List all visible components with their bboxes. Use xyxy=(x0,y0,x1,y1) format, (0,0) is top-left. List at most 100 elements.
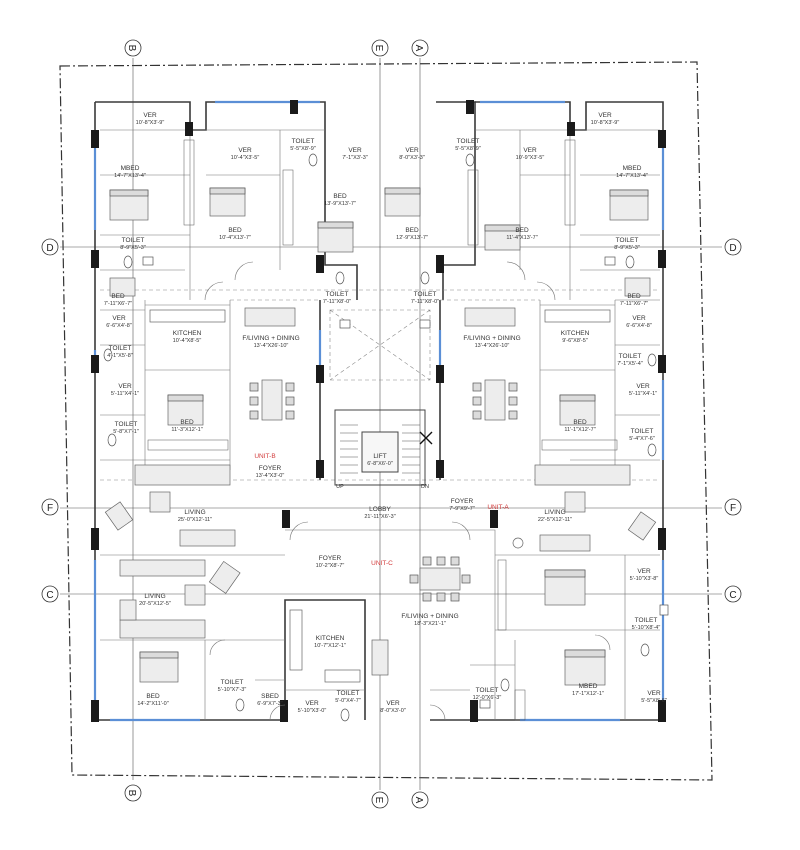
svg-text:LOBBY: LOBBY xyxy=(369,506,391,513)
svg-text:MBED: MBED xyxy=(121,165,140,172)
bed-furniture xyxy=(624,277,651,297)
svg-text:BED: BED xyxy=(333,193,347,200)
svg-text:5'-4"X7'-6": 5'-4"X7'-6" xyxy=(629,436,655,442)
svg-text:25'-0"X12'-11": 25'-0"X12'-11" xyxy=(178,517,212,523)
svg-text:13'-4"X3'-0": 13'-4"X3'-0" xyxy=(256,473,285,479)
bed-furniture xyxy=(317,221,354,253)
svg-text:A: A xyxy=(413,797,424,804)
svg-text:5'-10"X8'-4": 5'-10"X8'-4" xyxy=(632,625,661,631)
svg-text:TOILET: TOILET xyxy=(109,345,132,352)
svg-text:BED: BED xyxy=(405,227,419,234)
svg-text:9'-6"X8'-5": 9'-6"X8'-5" xyxy=(562,338,588,344)
svg-text:8'-9"X5'-3": 8'-9"X5'-3" xyxy=(120,245,146,251)
svg-text:VER: VER xyxy=(118,383,132,390)
svg-text:BED: BED xyxy=(627,293,641,300)
svg-text:10'-4"X3'-5": 10'-4"X3'-5" xyxy=(231,155,260,161)
svg-text:LIVING: LIVING xyxy=(544,509,565,516)
grid-bubble-b-top: B xyxy=(124,39,142,57)
svg-text:FOYER: FOYER xyxy=(319,555,342,562)
svg-text:5'-5"X8'-9": 5'-5"X8'-9" xyxy=(290,146,316,152)
svg-text:5'-8"X7'-1": 5'-8"X7'-1" xyxy=(113,429,139,435)
bed-furniture xyxy=(544,569,586,606)
plot-boundary xyxy=(59,61,713,781)
bed-furniture xyxy=(384,187,421,217)
stair-up-label: UP xyxy=(336,484,344,490)
grid-bubble-a-top: A xyxy=(411,39,429,57)
svg-text:10'-2"X8'-7": 10'-2"X8'-7" xyxy=(316,563,345,569)
svg-text:10'-8"X3'-9": 10'-8"X3'-9" xyxy=(591,120,620,126)
svg-text:20'-5"X12'-5": 20'-5"X12'-5" xyxy=(139,601,171,607)
svg-text:13'-4"X26'-10": 13'-4"X26'-10" xyxy=(254,343,289,349)
svg-text:6'-6"X4'-8": 6'-6"X4'-8" xyxy=(626,323,652,329)
svg-text:TOILET: TOILET xyxy=(221,679,244,686)
bed-furniture xyxy=(109,189,149,221)
svg-text:BED: BED xyxy=(515,227,529,234)
svg-text:10'-9"X3'-5": 10'-9"X3'-5" xyxy=(516,155,545,161)
svg-text:VER: VER xyxy=(143,112,157,119)
svg-text:TOILET: TOILET xyxy=(619,353,642,360)
svg-text:VER: VER xyxy=(523,147,537,154)
svg-text:VER: VER xyxy=(238,147,252,154)
svg-text:6'-9"X7'-3": 6'-9"X7'-3" xyxy=(257,701,283,707)
living-furniture xyxy=(104,307,657,676)
svg-text:14'-7"X13'-4": 14'-7"X13'-4" xyxy=(114,173,146,179)
svg-text:B: B xyxy=(126,790,137,797)
svg-text:10'-8"X3'-9": 10'-8"X3'-9" xyxy=(136,120,165,126)
grid-bubble-e-top: E xyxy=(371,39,389,57)
svg-text:E: E xyxy=(373,797,384,804)
svg-text:10'-4"X13'-7": 10'-4"X13'-7" xyxy=(219,235,251,241)
grid-bubble-b-bottom: B xyxy=(124,784,142,802)
svg-text:VER: VER xyxy=(348,147,362,154)
svg-text:5'-5"X8'-6": 5'-5"X8'-6" xyxy=(641,698,667,704)
svg-text:4'-1"X5'-8": 4'-1"X5'-8" xyxy=(107,353,133,359)
svg-text:BED: BED xyxy=(146,693,160,700)
bed-furniture xyxy=(167,394,204,426)
svg-text:8'-0"X3'-3": 8'-0"X3'-3" xyxy=(399,155,425,161)
svg-text:14'-7"X13'-4": 14'-7"X13'-4" xyxy=(616,173,648,179)
svg-text:6'-8"X6'-0": 6'-8"X6'-0" xyxy=(367,461,393,467)
svg-text:7'-1"X5'-4": 7'-1"X5'-4" xyxy=(617,361,643,367)
svg-text:TOILET: TOILET xyxy=(476,687,499,694)
svg-text:FOYER: FOYER xyxy=(259,465,282,472)
kitchen-counters xyxy=(149,309,611,683)
svg-text:7'-11"X6'-7": 7'-11"X6'-7" xyxy=(620,301,648,307)
grid-bubble-e-bottom: E xyxy=(371,791,389,809)
svg-text:6'-6"X4'-8": 6'-6"X4'-8" xyxy=(106,323,132,329)
svg-text:TOILET: TOILET xyxy=(631,428,654,435)
svg-text:BED: BED xyxy=(180,419,194,426)
svg-text:LIFT: LIFT xyxy=(373,453,386,460)
grid-bubble-f-right: F xyxy=(724,498,742,516)
bed-furniture xyxy=(564,649,606,686)
windows xyxy=(93,100,665,722)
svg-text:F/LIVING + DINING: F/LIVING + DINING xyxy=(463,335,520,342)
svg-text:12'-9"X13'-7": 12'-9"X13'-7" xyxy=(396,235,428,241)
doors xyxy=(204,261,611,721)
svg-text:5'-10"X3'-0": 5'-10"X3'-0" xyxy=(298,708,327,714)
